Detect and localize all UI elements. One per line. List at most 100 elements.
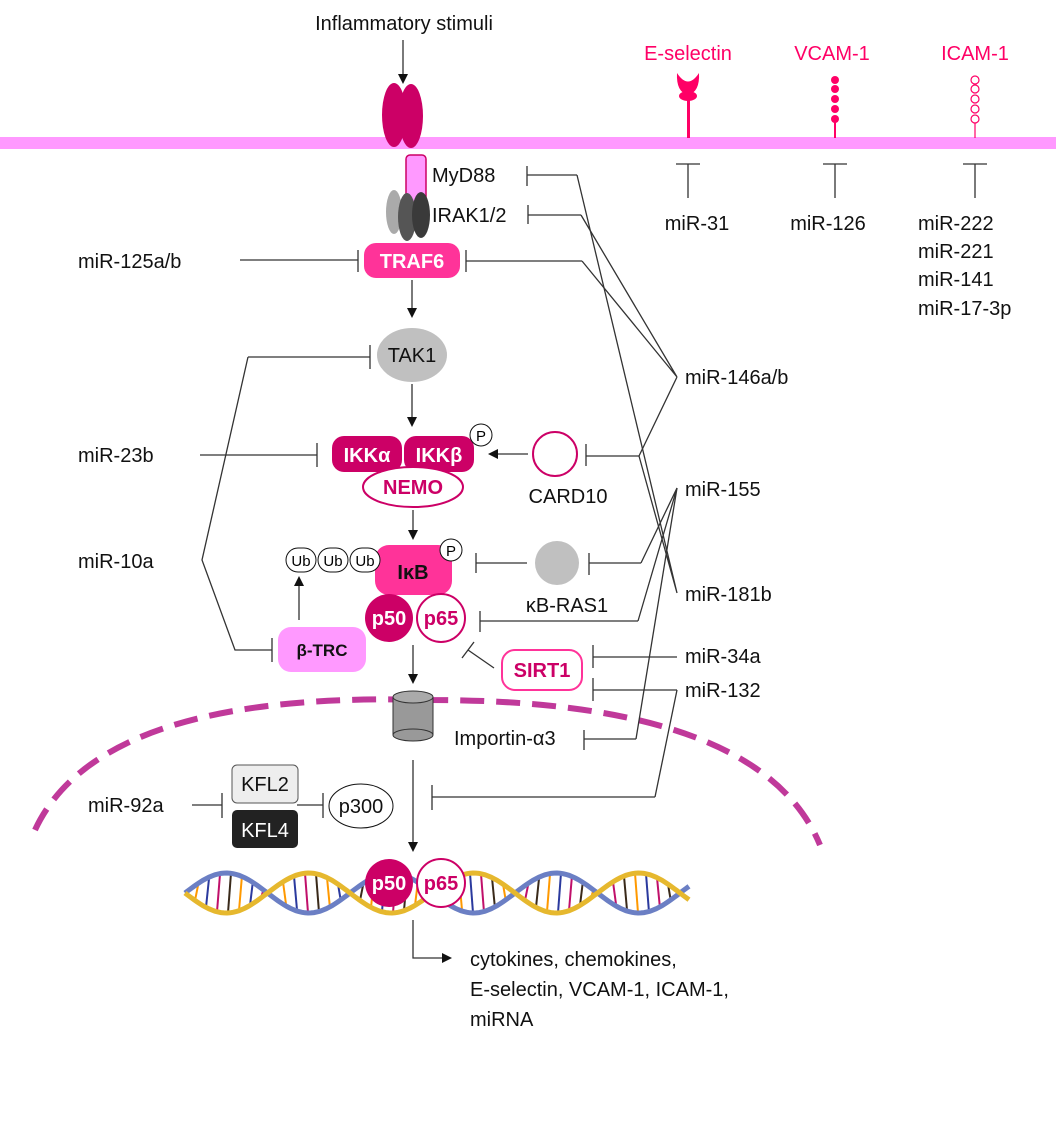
traf6-node bbox=[364, 243, 460, 278]
mir92a-label: miR-92a bbox=[88, 795, 164, 817]
dna-base-pair bbox=[568, 875, 573, 911]
btrc-node bbox=[278, 627, 366, 672]
mir125-inhibits-traf6 bbox=[240, 250, 359, 272]
mir222-label: miR-222 bbox=[918, 213, 994, 235]
p65-dna-label: p65 bbox=[424, 873, 458, 895]
mir31-inhibits-eselectin bbox=[676, 163, 700, 198]
mir17-label: miR-17-3p bbox=[918, 298, 1011, 320]
dna-base-pair bbox=[491, 877, 496, 909]
card10-node bbox=[532, 431, 578, 477]
e-selectin-label: E-selectin bbox=[644, 43, 732, 65]
dna-base-pair bbox=[546, 874, 551, 912]
phospho-ikk bbox=[469, 423, 493, 447]
ikka-node bbox=[332, 436, 402, 472]
mir92a-inhibits-kfl bbox=[192, 793, 223, 818]
dna-base-pair bbox=[623, 875, 628, 911]
traf6-label: TRAF6 bbox=[380, 251, 444, 273]
ikkb-label: IKKβ bbox=[416, 445, 463, 467]
mir34a-label: miR-34a bbox=[685, 646, 761, 668]
dna-base-pair bbox=[238, 875, 243, 911]
p300-node bbox=[328, 783, 394, 829]
svg-text:Ub: Ub bbox=[355, 553, 374, 570]
sirt1-label: SIRT1 bbox=[514, 660, 571, 682]
p50-dna-label: p50 bbox=[372, 873, 406, 895]
dna-base-pair bbox=[227, 872, 232, 914]
importin-label: Importin-α3 bbox=[454, 728, 556, 750]
mir155-label: miR-155 bbox=[685, 479, 761, 501]
dna-base-pair bbox=[216, 874, 221, 912]
kfl2-node bbox=[231, 764, 299, 804]
mir125-label: miR-125a/b bbox=[78, 251, 181, 273]
ubiquitin-chain: Ub Ub Ub bbox=[285, 547, 381, 573]
kfl4-node bbox=[232, 810, 298, 848]
output-line-1: cytokines, chemokines, bbox=[470, 949, 677, 971]
dna-base-pair bbox=[645, 873, 650, 913]
ikb-node bbox=[375, 545, 452, 595]
nemo-node bbox=[362, 466, 464, 508]
dna-base-pair bbox=[557, 872, 562, 914]
sirt1-node bbox=[501, 649, 583, 691]
mir181b-label: miR-181b bbox=[685, 584, 772, 606]
dna-base-pair bbox=[480, 873, 485, 913]
kfl4-label: KFL4 bbox=[241, 820, 289, 842]
svg-text:Ub: Ub bbox=[291, 553, 310, 570]
dna-base-pair bbox=[304, 873, 309, 913]
kfl-inhibits-p300 bbox=[297, 793, 324, 818]
dna-base-pair bbox=[293, 875, 298, 911]
phospho-ikb bbox=[439, 538, 463, 562]
kfl2-label: KFL2 bbox=[241, 774, 289, 796]
kbras1-inhibits-ikb bbox=[475, 553, 527, 573]
tak1-label: TAK1 bbox=[388, 345, 437, 367]
output-line-3: miRNA bbox=[470, 1009, 534, 1031]
icam1-icon bbox=[970, 75, 980, 138]
mir132-label: miR-132 bbox=[685, 680, 761, 702]
btrc-label: β-TRC bbox=[297, 641, 348, 660]
mir126-inhibits-vcam1 bbox=[823, 163, 847, 198]
dna-base-pair bbox=[656, 877, 661, 909]
mir141-label: miR-141 bbox=[918, 269, 994, 291]
kbras1-label: κB-RAS1 bbox=[526, 595, 608, 617]
mir23b-label: miR-23b bbox=[78, 445, 154, 467]
stimulus-label: Inflammatory stimuli bbox=[315, 13, 493, 35]
mir10a-label: miR-10a bbox=[78, 551, 154, 573]
p50-dna-node bbox=[365, 859, 413, 907]
tlr-receptor bbox=[382, 83, 430, 241]
importin-channel bbox=[392, 690, 434, 742]
mir126-label: miR-126 bbox=[790, 213, 866, 235]
irak-label: IRAK1/2 bbox=[432, 205, 506, 227]
card10-label: CARD10 bbox=[529, 486, 608, 508]
vcam1-label: VCAM-1 bbox=[794, 43, 870, 65]
mir221-label: miR-221 bbox=[918, 241, 994, 263]
cell-membrane bbox=[0, 137, 1056, 149]
phospho-ikb-label: P bbox=[446, 543, 456, 560]
p300-label: p300 bbox=[339, 796, 384, 818]
phospho-ikk-label: P bbox=[476, 428, 486, 445]
p65-node bbox=[416, 593, 466, 643]
p50-node bbox=[365, 594, 413, 642]
dna-base-pair bbox=[612, 881, 617, 905]
p65-label: p65 bbox=[424, 608, 458, 630]
mir-inhibits-icam1 bbox=[963, 163, 987, 198]
dna-base-pair bbox=[469, 873, 474, 913]
mir23b-inhibits-ikka bbox=[200, 443, 318, 467]
mir31-label: miR-31 bbox=[665, 213, 729, 235]
svg-text:Ub: Ub bbox=[323, 553, 342, 570]
dna-base-pair bbox=[205, 878, 210, 908]
icam1-label: ICAM-1 bbox=[941, 43, 1009, 65]
mir146-label: miR-146a/b bbox=[685, 367, 788, 389]
kbras1-node bbox=[535, 541, 579, 585]
transcription-arrow bbox=[412, 920, 452, 963]
output-line-2: E-selectin, VCAM-1, ICAM-1, bbox=[470, 979, 729, 1001]
dna-base-pair bbox=[315, 873, 320, 913]
tak1-node bbox=[377, 328, 447, 382]
vcam1-icon bbox=[831, 76, 839, 138]
dna-base-pair bbox=[535, 878, 540, 908]
p50-label: p50 bbox=[372, 608, 406, 630]
ikkb-node bbox=[404, 436, 474, 472]
mir10a-inhibits-tak1-btrc bbox=[201, 345, 371, 662]
p65-dna-node bbox=[416, 858, 466, 908]
ikb-label: IκB bbox=[397, 562, 428, 584]
ikka-label: IKKα bbox=[344, 445, 391, 467]
dna-base-pair bbox=[634, 873, 639, 913]
